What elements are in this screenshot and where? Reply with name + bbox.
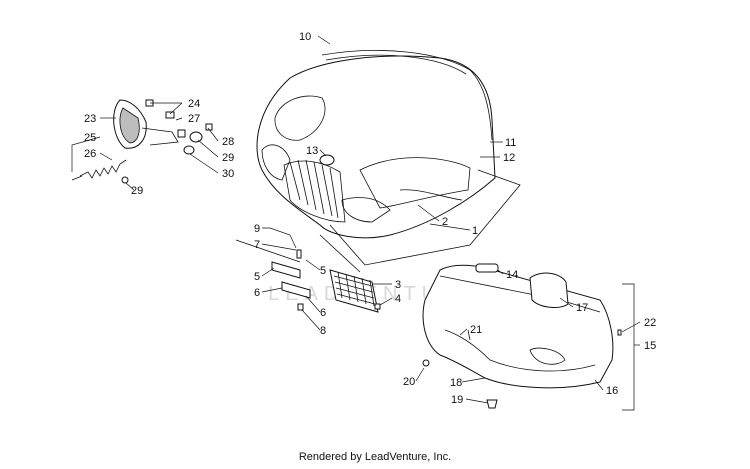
callout-26: 26 [84, 148, 96, 160]
rod-bracket-screen [235, 239, 381, 313]
callout-1: 1 [472, 225, 478, 237]
callout-10: 10 [299, 31, 311, 43]
callout-21: 21 [470, 324, 482, 336]
callout-27: 27 [188, 113, 200, 125]
callout-16: 16 [606, 385, 618, 397]
callout-20: 20 [403, 376, 415, 388]
callout-11: 11 [505, 137, 516, 149]
callout-22: 22 [644, 317, 656, 329]
callout-2: 2 [442, 216, 448, 228]
callout-5-left: 5 [254, 271, 260, 283]
callout-23: 23 [84, 113, 96, 125]
callout-17: 17 [576, 302, 588, 314]
footer-credit: Rendered by LeadVenture, Inc. [298, 451, 452, 463]
callout-4: 4 [395, 293, 401, 305]
callout-25: 25 [84, 132, 96, 144]
callout-18: 18 [450, 377, 462, 389]
storage-tray [422, 263, 622, 409]
callout-6-right: 6 [320, 307, 326, 319]
hood-assembly [256, 50, 521, 273]
callout-29-lower: 29 [131, 185, 143, 197]
headlight-assembly [71, 99, 213, 184]
callout-12: 12 [503, 152, 515, 164]
callout-15: 15 [644, 340, 656, 352]
callout-6-left: 6 [254, 287, 260, 299]
callout-numbers: 10 24 23 27 25 28 26 29 30 29 11 13 12 2… [84, 31, 656, 406]
callout-3: 3 [395, 279, 401, 291]
callout-24: 24 [188, 98, 200, 110]
callout-14: 14 [506, 269, 518, 281]
callout-5-right: 5 [320, 265, 326, 277]
callout-30: 30 [222, 168, 234, 180]
callout-8: 8 [320, 325, 326, 337]
leader-lines [71, 35, 641, 411]
callout-28: 28 [222, 136, 234, 148]
callout-7: 7 [254, 239, 260, 251]
callout-13: 13 [306, 145, 318, 157]
callout-29-upper: 29 [222, 152, 234, 164]
callout-19: 19 [451, 394, 463, 406]
callout-9: 9 [254, 223, 260, 235]
